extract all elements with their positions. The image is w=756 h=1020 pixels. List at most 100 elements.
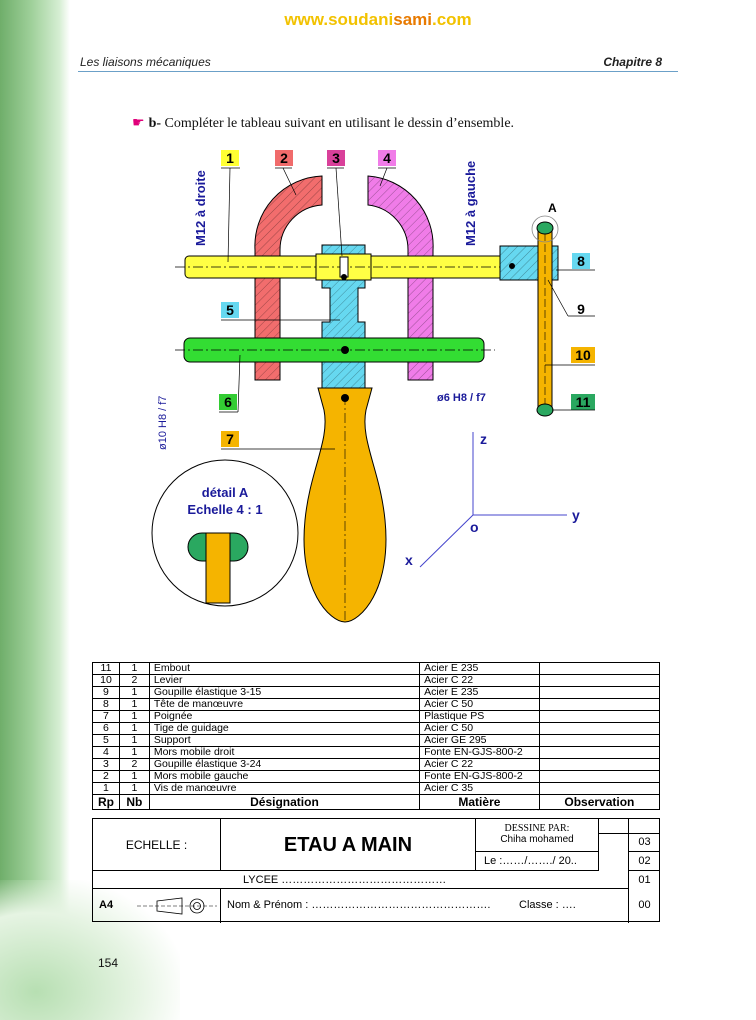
support-part-5 [321,244,366,411]
svg-text:Echelle 4 : 1: Echelle 4 : 1 [187,502,262,517]
svg-text:10: 10 [575,347,591,363]
table-cell: 1 [92,782,120,795]
table-cell: Acier E 235 [419,686,540,699]
table-cell [538,722,661,735]
table-cell [538,758,661,771]
svg-text:8: 8 [577,253,585,269]
table-cell: 7 [92,710,120,723]
revision: 03 [629,833,660,852]
header-divider [78,71,678,72]
table-cell: Mors mobile droit [148,746,421,759]
column-header: Matière [419,794,540,810]
decorative-side-strip [0,0,70,1020]
svg-text:2: 2 [280,150,288,166]
svg-text:11: 11 [576,394,591,410]
right-jaw-part-4 [367,175,434,381]
screw-part-1 [175,253,530,281]
column-header: Observation [538,794,661,810]
table-cell: Mors mobile gauche [148,770,421,783]
table-cell [538,686,661,699]
name-field[interactable]: Nom & Prénom : …………………………………………. [227,899,491,911]
svg-text:9: 9 [577,301,585,317]
decorative-corner [0,880,180,1020]
svg-text:x: x [405,552,413,568]
revision: 02 [629,852,660,871]
left-jaw-part-2 [254,175,323,381]
school-field: LYCEE ……………………………………… [93,871,629,889]
table-cell [538,710,661,723]
fit-10-label: ø10 H8 / f7 [157,396,169,450]
table-cell: Acier C 22 [419,758,540,771]
table-cell: Embout [148,662,421,675]
table-cell: Support [148,734,421,747]
class-field[interactable]: Classe : …. [519,899,576,911]
table-cell: 1 [118,686,150,699]
table-cell: 1 [118,770,150,783]
column-header: Nb [118,794,150,810]
drawn-by: DESSINE PAR:Chiha mohamed [476,819,599,852]
thread-right-label: M12 à droite [193,170,208,246]
guide-rod-part-6 [175,337,495,363]
table-cell [538,770,661,783]
drawing-title: ETAU A MAIN [221,819,476,871]
pointing-hand-icon: ☛ [132,116,145,131]
scale-label: ECHELLE : [93,819,221,871]
table-cell: 3 [92,758,120,771]
table-cell: Tête de manœuvre [148,698,421,711]
chapter-label: Chapitre 8 [603,55,662,69]
table-cell: 1 [118,698,150,711]
table-cell: 1 [118,734,150,747]
table-cell: Goupille élastique 3-15 [148,686,421,699]
table-cell: 9 [92,686,120,699]
table-cell: Levier [148,674,421,687]
svg-text:o: o [470,519,479,535]
table-cell [538,782,661,795]
detail-a-view: détail A Echelle 4 : 1 [151,459,299,607]
table-cell: 1 [118,710,150,723]
date-field: Le :……/……./ 20.. [476,852,599,871]
website-banner[interactable]: www.soudanisami.com [284,10,472,29]
table-cell: 2 [92,770,120,783]
table-cell: 1 [118,662,150,675]
part-labels: 1 2 3 4 5 6 7 8 9 10 11 [219,150,595,447]
table-cell: 11 [92,662,120,675]
svg-text:4: 4 [383,150,391,166]
svg-text:3: 3 [332,150,340,166]
column-header: Désignation [148,794,421,810]
table-cell: 1 [118,722,150,735]
page-number: 154 [98,956,119,970]
table-cell: Vis de manœuvre [148,782,421,795]
table-cell: 10 [92,674,120,687]
table-cell [538,662,661,675]
table-cell: Acier C 50 [419,698,540,711]
svg-text:détail A: détail A [202,485,249,500]
column-header: Rp [92,794,120,810]
lever-part-10 [531,215,559,417]
table-cell: 8 [92,698,120,711]
title-block: ECHELLE : ETAU A MAIN DESSINE PAR:Chiha … [92,818,660,923]
table-cell: 5 [92,734,120,747]
table-cell: 1 [118,746,150,759]
table-cell: 2 [118,674,150,687]
table-cell: 1 [118,782,150,795]
svg-text:6: 6 [224,394,232,410]
table-cell: Acier GE 295 [419,734,540,747]
table-cell: Tige de guidage [148,722,421,735]
table-cell: 4 [92,746,120,759]
table-cell [538,698,661,711]
svg-text:1: 1 [226,150,234,166]
detail-ref-label: A [548,201,557,215]
handle-part-7 [303,387,387,623]
table-cell: Acier C 22 [419,674,540,687]
table-cell: 2 [118,758,150,771]
svg-text:y: y [572,507,580,523]
